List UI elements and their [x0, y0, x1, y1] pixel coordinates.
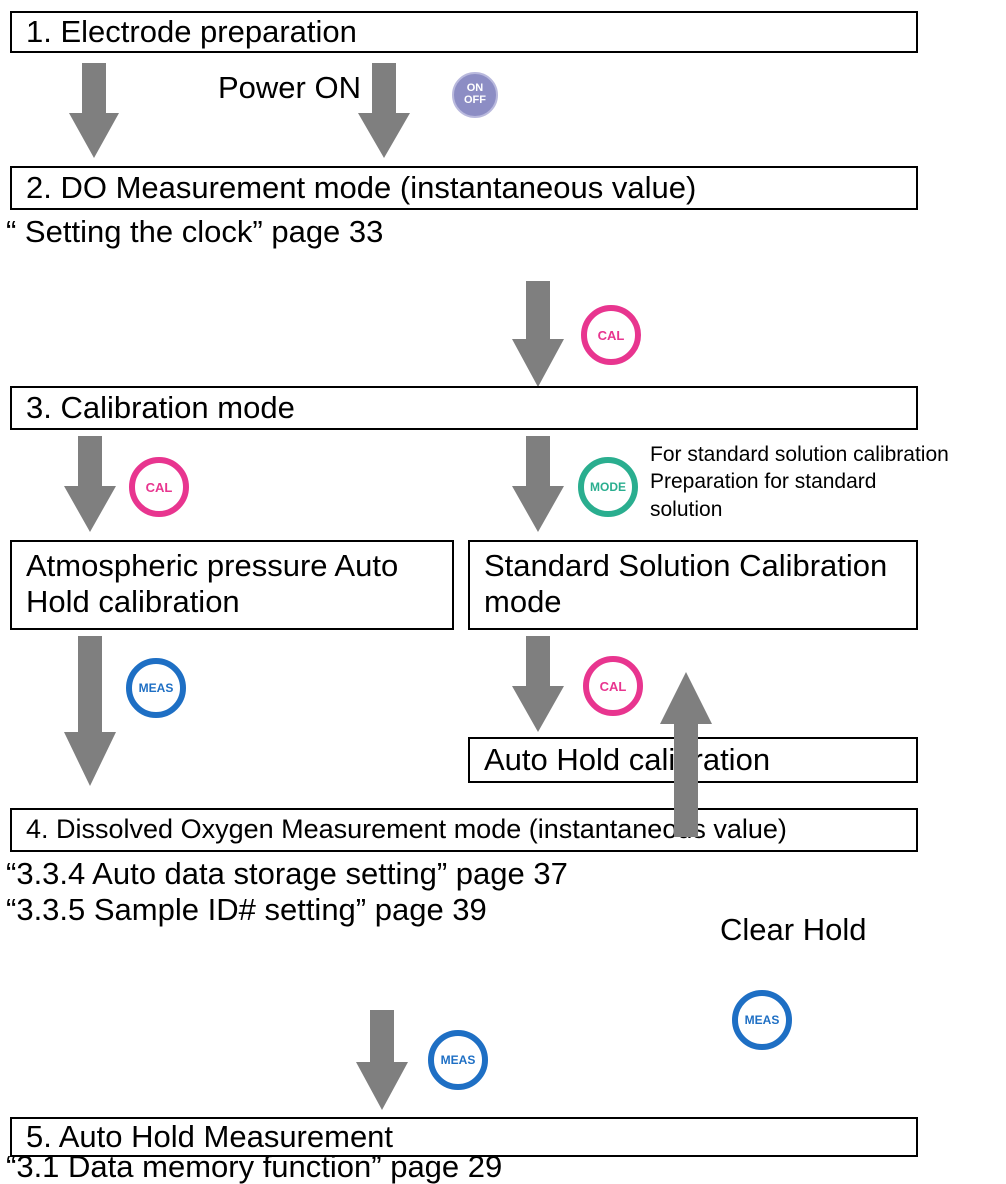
standard-solution-note: For standard solution calibration Prepar…	[650, 443, 949, 521]
cal-button-icon: CAL	[581, 305, 641, 365]
cal-button-icon: CAL	[583, 656, 643, 716]
arrow-down-icon	[69, 63, 119, 158]
clock-reference: “ Setting the clock” page 33	[6, 214, 384, 249]
mode-button-icon: MODE	[578, 457, 638, 517]
arrow-down-icon	[64, 636, 116, 786]
meas-button-icon: MEAS	[428, 1030, 488, 1090]
cal-button-icon: CAL	[129, 457, 189, 517]
clear-hold-label: Clear Hold	[720, 912, 867, 947]
on-off-label-on: ON	[466, 82, 484, 95]
step4-box: 4. Dissolved Oxygen Measurement mode (in…	[10, 808, 918, 852]
power-on-label: Power ON	[218, 70, 361, 105]
step5-box: 5. Auto Hold Measurement	[10, 1117, 918, 1157]
meas-button-icon: MEAS	[732, 990, 792, 1050]
meas-button-icon: MEAS	[126, 658, 186, 718]
on-off-button-icon: ON OFF	[452, 72, 498, 118]
arrow-up-icon	[660, 672, 712, 837]
data-memory-reference: “3.1 Data memory function” page 29	[6, 1149, 503, 1184]
step2-label: 2. DO Measurement mode (instantaneous va…	[26, 170, 697, 206]
on-off-label-off: OFF	[464, 94, 486, 106]
arrow-down-icon	[512, 636, 564, 732]
step1-box: 1. Electrode preparation	[10, 11, 918, 53]
step4-label: 4. Dissolved Oxygen Measurement mode (in…	[26, 814, 787, 845]
atmospheric-calibration-box: Atmospheric pressure Auto Hold calibrati…	[10, 540, 454, 630]
sample-id-reference: “3.3.5 Sample ID# setting” page 39	[6, 892, 487, 927]
step3-box: 3. Calibration mode	[10, 386, 918, 430]
step3-label: 3. Calibration mode	[26, 390, 295, 426]
arrow-down-icon	[356, 1010, 408, 1110]
arrow-down-icon	[358, 63, 410, 158]
standard-solution-calibration-box: Standard Solution Calibration mode	[468, 540, 918, 630]
step2-box: 2. DO Measurement mode (instantaneous va…	[10, 166, 918, 210]
step5-label: 5. Auto Hold Measurement	[26, 1119, 394, 1155]
step1-label: 1. Electrode preparation	[26, 14, 357, 50]
auto-storage-reference: “3.3.4 Auto data storage setting” page 3…	[6, 856, 568, 891]
arrow-down-icon	[512, 281, 564, 387]
arrow-down-icon	[512, 436, 564, 532]
arrow-down-icon	[64, 436, 116, 532]
